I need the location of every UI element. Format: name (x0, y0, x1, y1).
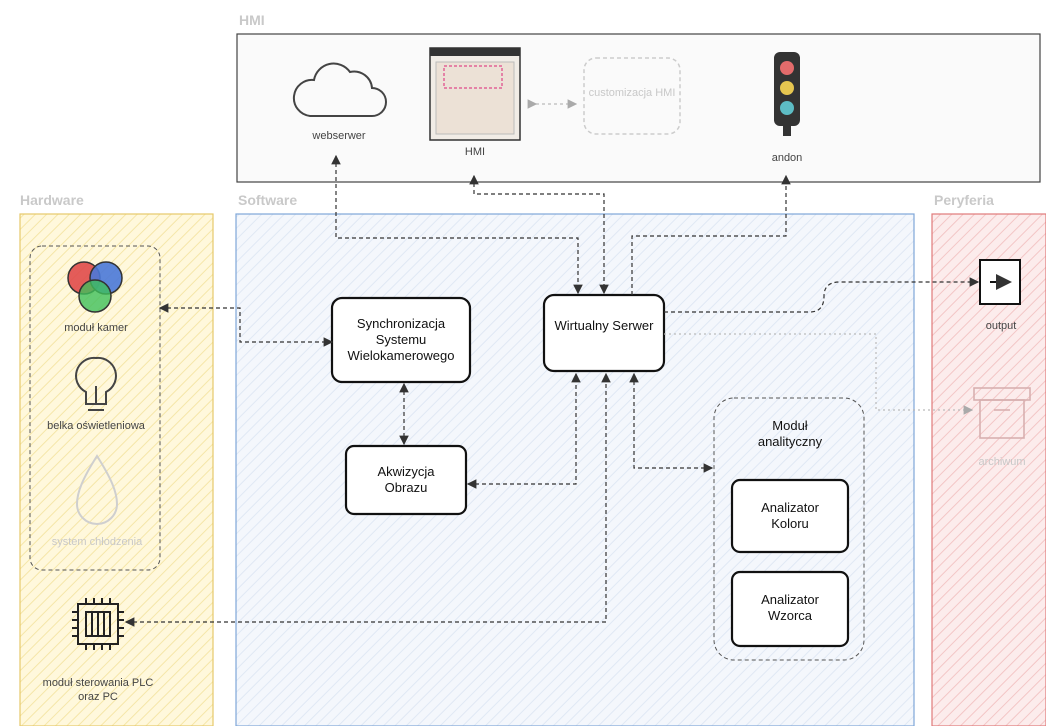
link-serwer-analytics (629, 372, 714, 473)
link-serwer-output (664, 277, 980, 313)
belka-label: belka oświetleniowa (47, 420, 145, 432)
color-circles-icon (67, 261, 123, 313)
link-serwer-archiwum (664, 333, 974, 415)
serwer-label: Wirtualny Serwer (554, 318, 654, 333)
link-hmi-serwer (469, 174, 609, 295)
hmi-section-title: HMI (239, 12, 265, 28)
customizacja-placeholder (583, 57, 681, 135)
analytics-group (713, 397, 865, 661)
serwer-box (542, 293, 666, 373)
analizator-koloru-box (730, 478, 850, 554)
chip-icon (72, 598, 124, 650)
analizator-koloru-label: Analizator Koloru (761, 500, 819, 531)
archive-box-icon (973, 387, 1031, 439)
chlodzenie-label: system chłodzenia (51, 536, 143, 548)
link-serwer-andon (631, 174, 791, 295)
software-region (235, 213, 915, 726)
traffic-light-icon (774, 52, 800, 136)
analizator-wzorca-box (730, 570, 850, 648)
drop-icon (75, 454, 119, 525)
arrow-right-icon (979, 259, 1021, 305)
link-chip-serwer (124, 372, 611, 627)
hardware-section-title: Hardware (20, 192, 84, 208)
hmi-screen-icon (429, 47, 521, 141)
sterowanie-label: moduł sterowania PLC oraz PC (42, 677, 154, 703)
analizator-wzorca-label: Analizator Wzorca (761, 592, 819, 623)
customizacja-label: customizacja HMI (588, 87, 676, 99)
software-section-title: Software (238, 192, 298, 208)
akwizycja-label: Akwizycja Obrazu (377, 464, 435, 495)
output-label: output (985, 320, 1017, 332)
archiwum-label: archiwum (978, 456, 1026, 468)
synchronizacja-label: Synchronizacja Systemu Wielokamerowego (347, 316, 455, 363)
kamery-label: moduł kamer (64, 322, 128, 334)
hmi-label: HMI (464, 146, 486, 158)
webserwer-label: webserwer (312, 130, 366, 142)
light-bulb-icon (75, 356, 117, 411)
peryferia-section-title: Peryferia (934, 192, 994, 208)
cloud-icon (292, 62, 387, 117)
hmi-region (236, 33, 1041, 183)
andon-label: andon (771, 152, 803, 164)
modul-analityczny-label: Moduł analityczny (757, 418, 823, 449)
